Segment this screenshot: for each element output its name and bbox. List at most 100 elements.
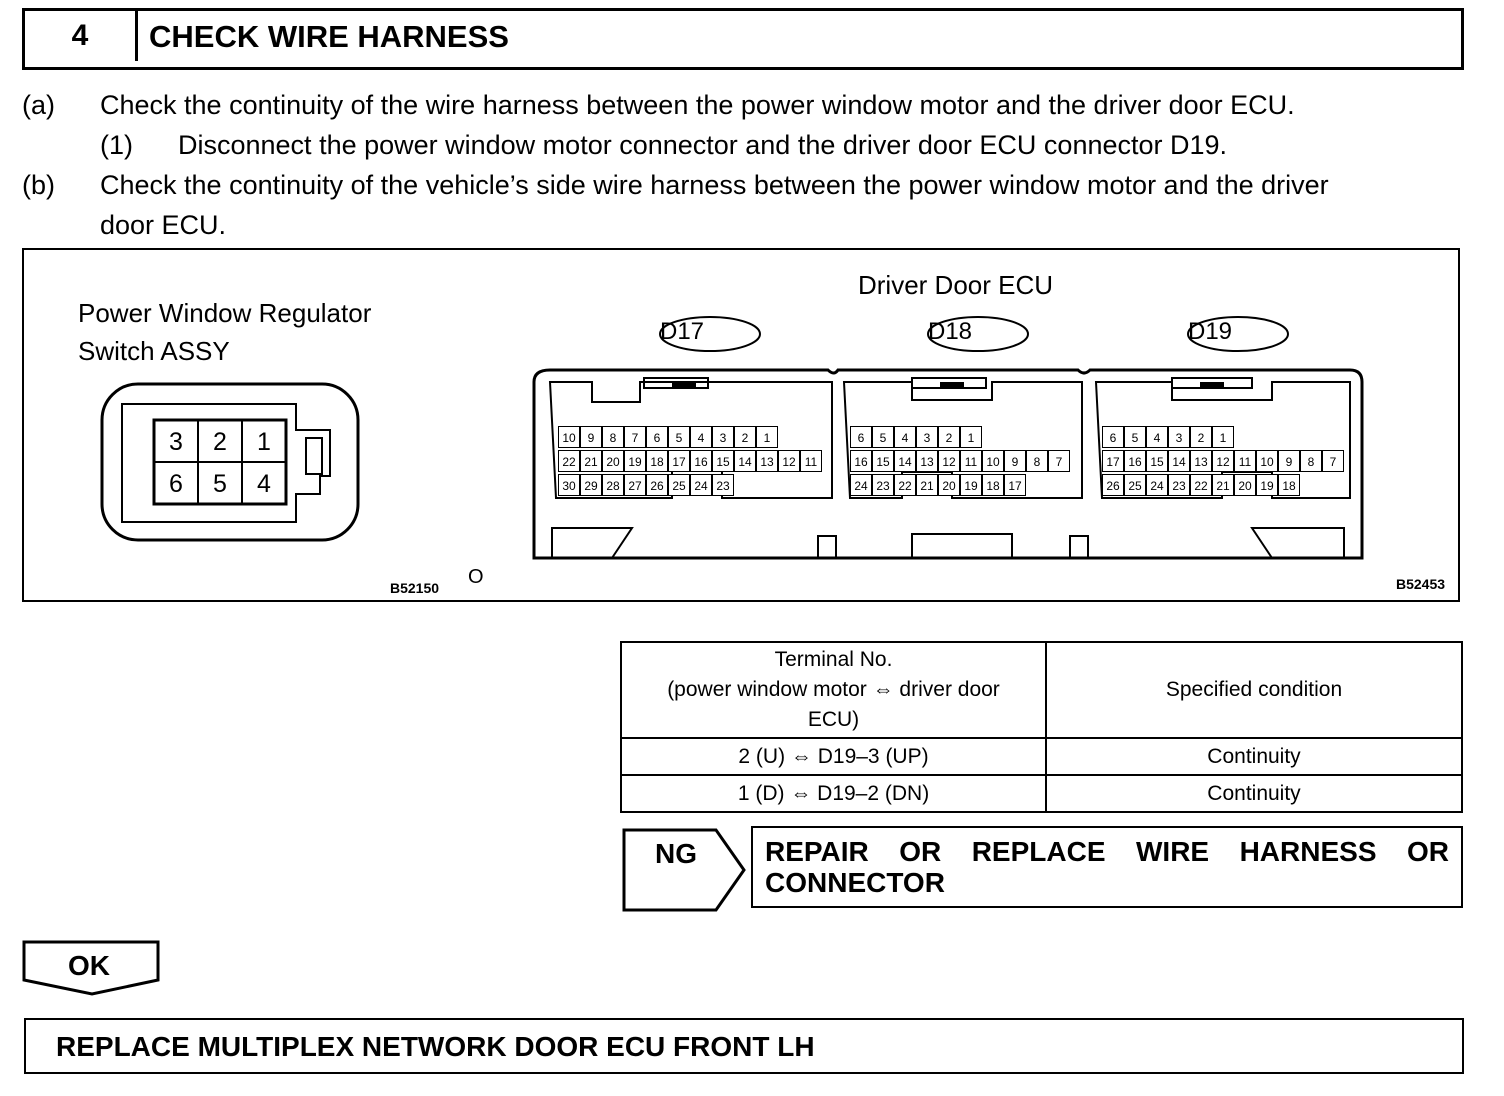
connector-pin: 25 [1124, 474, 1146, 496]
connector-pin: 2 [1190, 426, 1212, 448]
connector-pin: 13 [756, 450, 778, 472]
ecu-connector-drawing [532, 316, 1364, 560]
connector-pin: 17 [1004, 474, 1026, 496]
connector-pin: 20 [602, 450, 624, 472]
connector-pin: 10 [558, 426, 580, 448]
switch-pin: 6 [169, 470, 183, 498]
final-action-text: REPLACE MULTIPLEX NETWORK DOOR ECU FRONT… [56, 1031, 815, 1062]
ng-label: NG [655, 838, 697, 869]
switch-pin: 1 [257, 428, 271, 456]
table-row: 1 (D) ⇔ D19–2 (DN) Continuity [620, 774, 1463, 813]
connector-pin: 18 [646, 450, 668, 472]
connector-pin: 15 [712, 450, 734, 472]
connector-pin: 29 [580, 474, 602, 496]
left-figure-mark: O [468, 566, 484, 588]
connector-pin: 16 [850, 450, 872, 472]
connector-pin: 30 [558, 474, 580, 496]
connector-pin: 6 [646, 426, 668, 448]
connector-pin: 9 [580, 426, 602, 448]
ok-label: OK [68, 950, 110, 981]
switch-title-line1: Power Window Regulator [78, 298, 372, 328]
connector-pin: 20 [1234, 474, 1256, 496]
connector-pin: 15 [1146, 450, 1168, 472]
switch-pin: 5 [213, 470, 227, 498]
ng-action-box: REPAIR OR REPLACE WIRE HARNESS OR CONNEC… [751, 826, 1463, 908]
instruction-a1-marker: (1) [100, 130, 133, 160]
step-title: CHECK WIRE HARNESS [149, 19, 509, 54]
connector-pin: 12 [1212, 450, 1234, 472]
connector-pin: 4 [1146, 426, 1168, 448]
connector-pin: 8 [1300, 450, 1322, 472]
table-header-row: Terminal No. (power window motor ⇔ drive… [620, 641, 1463, 739]
switch-connector-drawing [100, 382, 360, 542]
connector-pin: 3 [916, 426, 938, 448]
connector-pin: 7 [624, 426, 646, 448]
connector-pin: 16 [1124, 450, 1146, 472]
connector-pin: 27 [624, 474, 646, 496]
connector-pin: 23 [1168, 474, 1190, 496]
connector-pin: 18 [1278, 474, 1300, 496]
connector-pin: 8 [602, 426, 624, 448]
connector-pin: 26 [1102, 474, 1124, 496]
connector-pin: 14 [734, 450, 756, 472]
connector-pin: 18 [982, 474, 1004, 496]
instruction-b-marker: (b) [22, 170, 55, 200]
terminal-spec-table: Terminal No. (power window motor ⇔ drive… [620, 641, 1463, 813]
terminal-header-line2: (power window motor ⇔ driver door [667, 678, 1000, 701]
connector-pin: 26 [646, 474, 668, 496]
terminal-header-line3: ECU) [807, 708, 860, 731]
connector-pin: 16 [690, 450, 712, 472]
connector-pin: 5 [668, 426, 690, 448]
connector-pin: 24 [690, 474, 712, 496]
instruction-a-marker: (a) [22, 90, 55, 120]
ecu-title: Driver Door ECU [858, 270, 1054, 300]
terminal-header: Terminal No. (power window motor ⇔ drive… [620, 641, 1047, 739]
connector-pin: 19 [1256, 474, 1278, 496]
connector-pin: 11 [960, 450, 982, 472]
connector-pin: 23 [872, 474, 894, 496]
connector-pin: 23 [712, 474, 734, 496]
connector-pin: 10 [982, 450, 1004, 472]
connector-pin: 24 [1146, 474, 1168, 496]
connector-figure: Power Window Regulator Switch ASSY Drive… [22, 248, 1460, 602]
connector-pin: 24 [850, 474, 872, 496]
terminal-cell: 2 (U) ⇔ D19–3 (UP) [620, 737, 1047, 776]
step-header: 4 CHECK WIRE HARNESS [22, 8, 1464, 70]
connector-pin: 11 [1234, 450, 1256, 472]
connector-pin: 21 [580, 450, 602, 472]
connector-pin: 5 [872, 426, 894, 448]
connector-pin: 9 [1278, 450, 1300, 472]
instruction-a1-text: Disconnect the power window motor connec… [178, 130, 1228, 160]
condition-cell: Continuity [1045, 774, 1463, 813]
connector-pin: 12 [938, 450, 960, 472]
connector-pin: 7 [1322, 450, 1344, 472]
connector-pin: 11 [800, 450, 822, 472]
left-figure-code: B52150 [390, 580, 440, 596]
connector-pin: 7 [1048, 450, 1070, 472]
connector-pin: 28 [602, 474, 624, 496]
connector-pin: 17 [668, 450, 690, 472]
ng-action-text: REPAIR OR REPLACE WIRE HARNESS OR CONNEC… [765, 836, 1449, 898]
connector-pin: 25 [668, 474, 690, 496]
instruction-b-text-line1: Check the continuity of the vehicle’s si… [100, 170, 1329, 200]
connector-pin: 1 [756, 426, 778, 448]
connector-pin: 13 [916, 450, 938, 472]
switch-pin: 4 [257, 470, 271, 498]
connector-pin: 2 [938, 426, 960, 448]
connector-label-d17: D17 [660, 318, 705, 345]
condition-header: Specified condition [1045, 641, 1463, 739]
switch-title-line2: Switch ASSY [78, 336, 230, 366]
connector-pin: 12 [778, 450, 800, 472]
connector-pin: 2 [734, 426, 756, 448]
connector-pin: 19 [960, 474, 982, 496]
right-figure-code: B52453 [1396, 576, 1446, 592]
connector-pin: 14 [894, 450, 916, 472]
connector-pin: 3 [712, 426, 734, 448]
step-number: 4 [25, 11, 138, 61]
connector-pin: 1 [960, 426, 982, 448]
connector-label-d19: D19 [1188, 318, 1233, 345]
switch-pin: 2 [213, 428, 227, 456]
connector-pin: 15 [872, 450, 894, 472]
ok-arrow-tab [22, 940, 160, 996]
connector-pin: 6 [850, 426, 872, 448]
